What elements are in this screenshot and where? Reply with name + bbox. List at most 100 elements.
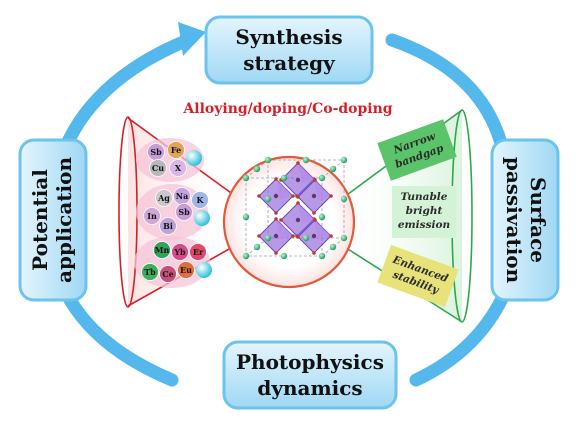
dopant-ion-label: Cu [152, 163, 164, 173]
a-site-atom [340, 195, 348, 203]
box-photophysics-dynamics: Photophysics dynamics [222, 340, 398, 410]
a-site-atom [242, 174, 250, 182]
x-site-atom [313, 178, 317, 182]
a-site-atom [318, 252, 326, 260]
dopant-ion-label: Ag [157, 193, 170, 203]
a-site-atom [329, 165, 337, 173]
a-site-atom [340, 156, 348, 164]
dopant-ion-label: Ce [162, 269, 173, 279]
a-site-atom [253, 165, 261, 173]
octahedron-face [314, 179, 331, 199]
dopant-ion-label: Tb [144, 267, 156, 277]
box-top-line2: strategy [243, 51, 336, 75]
property-cone: Narrow bandgap Tunable bright emission E… [339, 109, 473, 323]
center-label: Alloying/doping/Co-doping [182, 101, 392, 117]
a-site-atom [242, 252, 250, 260]
octahedron-face [298, 163, 315, 183]
x-site-atom [274, 211, 278, 215]
b-site-atom [295, 217, 301, 223]
dopant-ion-ball [171, 243, 189, 261]
prop-2-line3: emission [398, 219, 450, 231]
cycle-arc-top-left [55, 33, 195, 163]
b-site-atom [311, 193, 317, 199]
box-right-line2: passivation [502, 157, 526, 284]
dopant-ion-ball [159, 265, 177, 283]
dopant-ion-label: X [175, 163, 182, 173]
x-site-atom [312, 251, 316, 255]
dopant-ion-ball [167, 141, 185, 159]
box-synthesis-strategy: Synthesis strategy [204, 15, 374, 85]
a-site-atom [264, 234, 272, 242]
dopant-ion-ball [149, 159, 167, 177]
x-site-atom [274, 217, 278, 221]
a-site-atom [302, 234, 310, 242]
perovskite-lattice [222, 155, 356, 289]
a-site-atom [253, 243, 261, 251]
dopant-ion-label: Fe [171, 145, 181, 155]
dopant-ion-ball [189, 243, 207, 261]
box-left-line2: application [52, 157, 76, 283]
x-site-atom [329, 234, 333, 238]
dopant-ion-label: Bi [163, 221, 173, 231]
box-top-line1: Synthesis [235, 25, 342, 49]
dopant-ion-ball [191, 191, 209, 209]
dopant-ion-label: In [147, 211, 157, 221]
prop-2-line2: bright [406, 205, 443, 217]
x-site-atom [296, 195, 300, 199]
prop-2-line1: Tunable [401, 191, 448, 203]
dopant-ion-label: Eu [180, 265, 192, 275]
dopant-ion-ball [155, 189, 173, 207]
box-right-line1: Surface [526, 177, 550, 263]
dopant-ion-label: K [197, 195, 205, 205]
x-site-atom [312, 211, 316, 215]
dopant-ion-label: Na [176, 191, 189, 201]
x-site-atom [279, 218, 283, 222]
a-site-atom [280, 252, 288, 260]
a-site-atom [264, 195, 272, 203]
a-site-atom [280, 174, 288, 182]
dopant-ion-ball [169, 159, 187, 177]
dopant-ion-ball [159, 217, 177, 235]
host-ion [196, 262, 212, 278]
box-left-line1: Potential [28, 169, 52, 271]
cycle-arrowhead [178, 22, 206, 56]
property-tunable-bright-emission: Tunable bright emission [392, 186, 456, 238]
dopant-ion-ball [143, 207, 161, 225]
host-ion [194, 210, 210, 226]
b-site-atom [273, 193, 279, 199]
dopant-ion-ball [175, 203, 193, 221]
host-ion [186, 150, 202, 166]
octahedron-face [314, 219, 331, 239]
dopant-ion-ball [141, 263, 159, 281]
b-site-atom [295, 177, 301, 183]
box-bottom-line2: dynamics [257, 376, 362, 400]
cycle-arc-top-right [385, 33, 507, 147]
x-site-atom [257, 234, 261, 238]
a-site-atom [264, 156, 272, 164]
x-site-atom [274, 177, 278, 181]
dopant-ion-label: Er [193, 247, 204, 257]
x-site-atom [296, 201, 300, 205]
octahedron-face [298, 203, 315, 223]
dopant-ion-ball [153, 241, 171, 259]
dopant-ion-label: Sb [178, 207, 190, 217]
x-site-atom [313, 218, 317, 222]
x-site-atom [296, 161, 300, 165]
x-site-atom [274, 251, 278, 255]
cycle-arc-bottom-right [409, 283, 513, 387]
a-site-atom [340, 234, 348, 242]
dopant-ion-label: Sb [150, 147, 162, 157]
a-site-atom [242, 213, 250, 221]
a-site-atom [318, 174, 326, 182]
x-site-atom [296, 235, 300, 239]
box-potential-application: Potential application [18, 138, 88, 302]
octahedron-face [276, 179, 293, 199]
a-site-atom [329, 243, 337, 251]
b-site-atom [311, 233, 317, 239]
box-bottom-line1: Photophysics [236, 350, 384, 374]
